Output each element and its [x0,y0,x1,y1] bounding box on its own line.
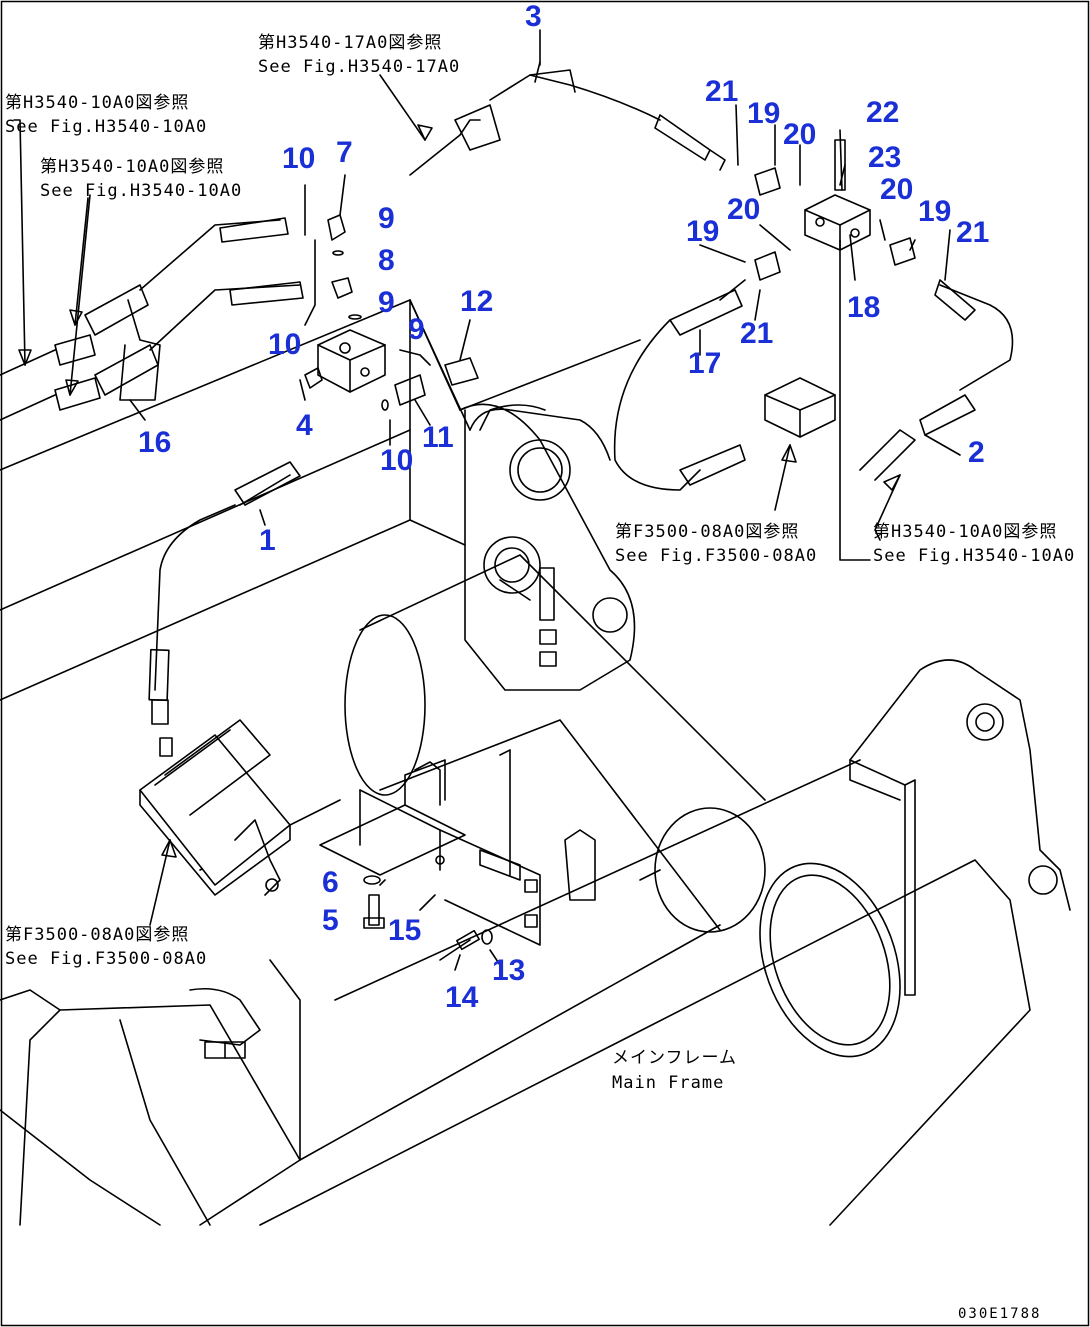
callout-21-top: 21 [705,75,738,108]
leader-arrows [18,124,901,858]
callout-5: 5 [322,904,339,937]
hose-17-block-18-drawing [613,139,1014,491]
ref-f3500-08a0-right-en: See Fig.F3500-08A0 [615,546,817,566]
callout-9-top: 9 [378,202,395,235]
callout-20-top: 20 [783,118,816,151]
callout-21-left: 21 [740,317,773,350]
ref-h3540-10a0-right-ja: 第H3540-10A0図参照 [873,522,1057,542]
callout-13: 15 [388,914,421,947]
callout-2: 2 [968,436,985,469]
ref-h3540-10a0-mid-en: See Fig.H3540-10A0 [40,181,242,201]
callout-1: 1 [259,524,276,557]
callout-16: 16 [138,426,171,459]
ref-h3540-10a0-right-en: See Fig.H3540-10A0 [873,546,1075,566]
callout-10-top: 10 [282,142,315,175]
callout-7: 7 [336,136,353,169]
ref-f3500-08a0-left-ja: 第F3500-08A0図参照 [5,925,189,945]
callout-3: 3 [525,0,542,33]
callout-10-low: 10 [380,444,413,477]
main-frame-label-en: Main Frame [612,1073,724,1093]
main-frame-label-ja: メインフレーム [612,1048,737,1068]
bolts-drawing [363,875,493,961]
line-art [0,29,1071,1226]
callout-8: 8 [378,244,395,277]
ref-h3540-17a0-en: See Fig.H3540-17A0 [258,57,460,77]
callout-11: 11 [422,421,454,454]
reference-notes: 第H3540-17A0図参照 See Fig.H3540-17A0 第H3540… [5,33,1075,1322]
valve-block-drawing [304,214,479,411]
callout-17: 17 [688,347,721,380]
ref-h3540-17a0-ja: 第H3540-17A0図参照 [258,33,442,53]
callout-9-low: 9 [408,313,425,346]
ref-f3500-08a0-right-ja: 第F3500-08A0図参照 [615,522,799,542]
callout-22: 22 [866,96,899,129]
hose-3-drawing [409,61,726,176]
callout-19-right: 19 [918,195,951,228]
mounting-bracket-drawing [319,759,596,946]
ref-h3540-10a0-left-en: See Fig.H3540-10A0 [5,117,207,137]
callout-12: 12 [460,285,493,318]
cylinder-drawing [344,554,766,933]
callout-19-top: 19 [747,97,780,130]
part-callouts: 3 21 19 22 20 23 10 7 20 19 20 9 21 19 8… [138,0,989,1014]
ref-h3540-10a0-mid-ja: 第H3540-10A0図参照 [40,157,224,177]
callout-4: 4 [296,409,313,442]
ref-h3540-10a0-left-ja: 第H3540-10A0図参照 [5,93,189,113]
hose-1-drawing [148,461,301,725]
drawing-number: 030E1788 [958,1306,1041,1322]
leader-lines [13,29,961,971]
callout-10-mid: 10 [268,328,301,361]
callout-19-left: 19 [686,215,719,248]
callout-20-right: 20 [880,173,913,206]
callout-18: 18 [847,291,880,324]
sensor-drawing [139,719,291,896]
callout-14: 14 [445,981,479,1014]
boom-bracket-drawing [0,299,641,701]
callout-20-left: 20 [727,193,760,226]
callout-23: 23 [868,141,901,174]
callout-9-mid: 9 [378,286,395,319]
hoses-16-drawing [0,217,304,421]
callout-21-right: 21 [956,216,989,249]
ref-f3500-08a0-left-en: See Fig.F3500-08A0 [5,949,207,969]
callout-6: 6 [322,866,339,899]
callout-15: 13 [492,954,525,987]
